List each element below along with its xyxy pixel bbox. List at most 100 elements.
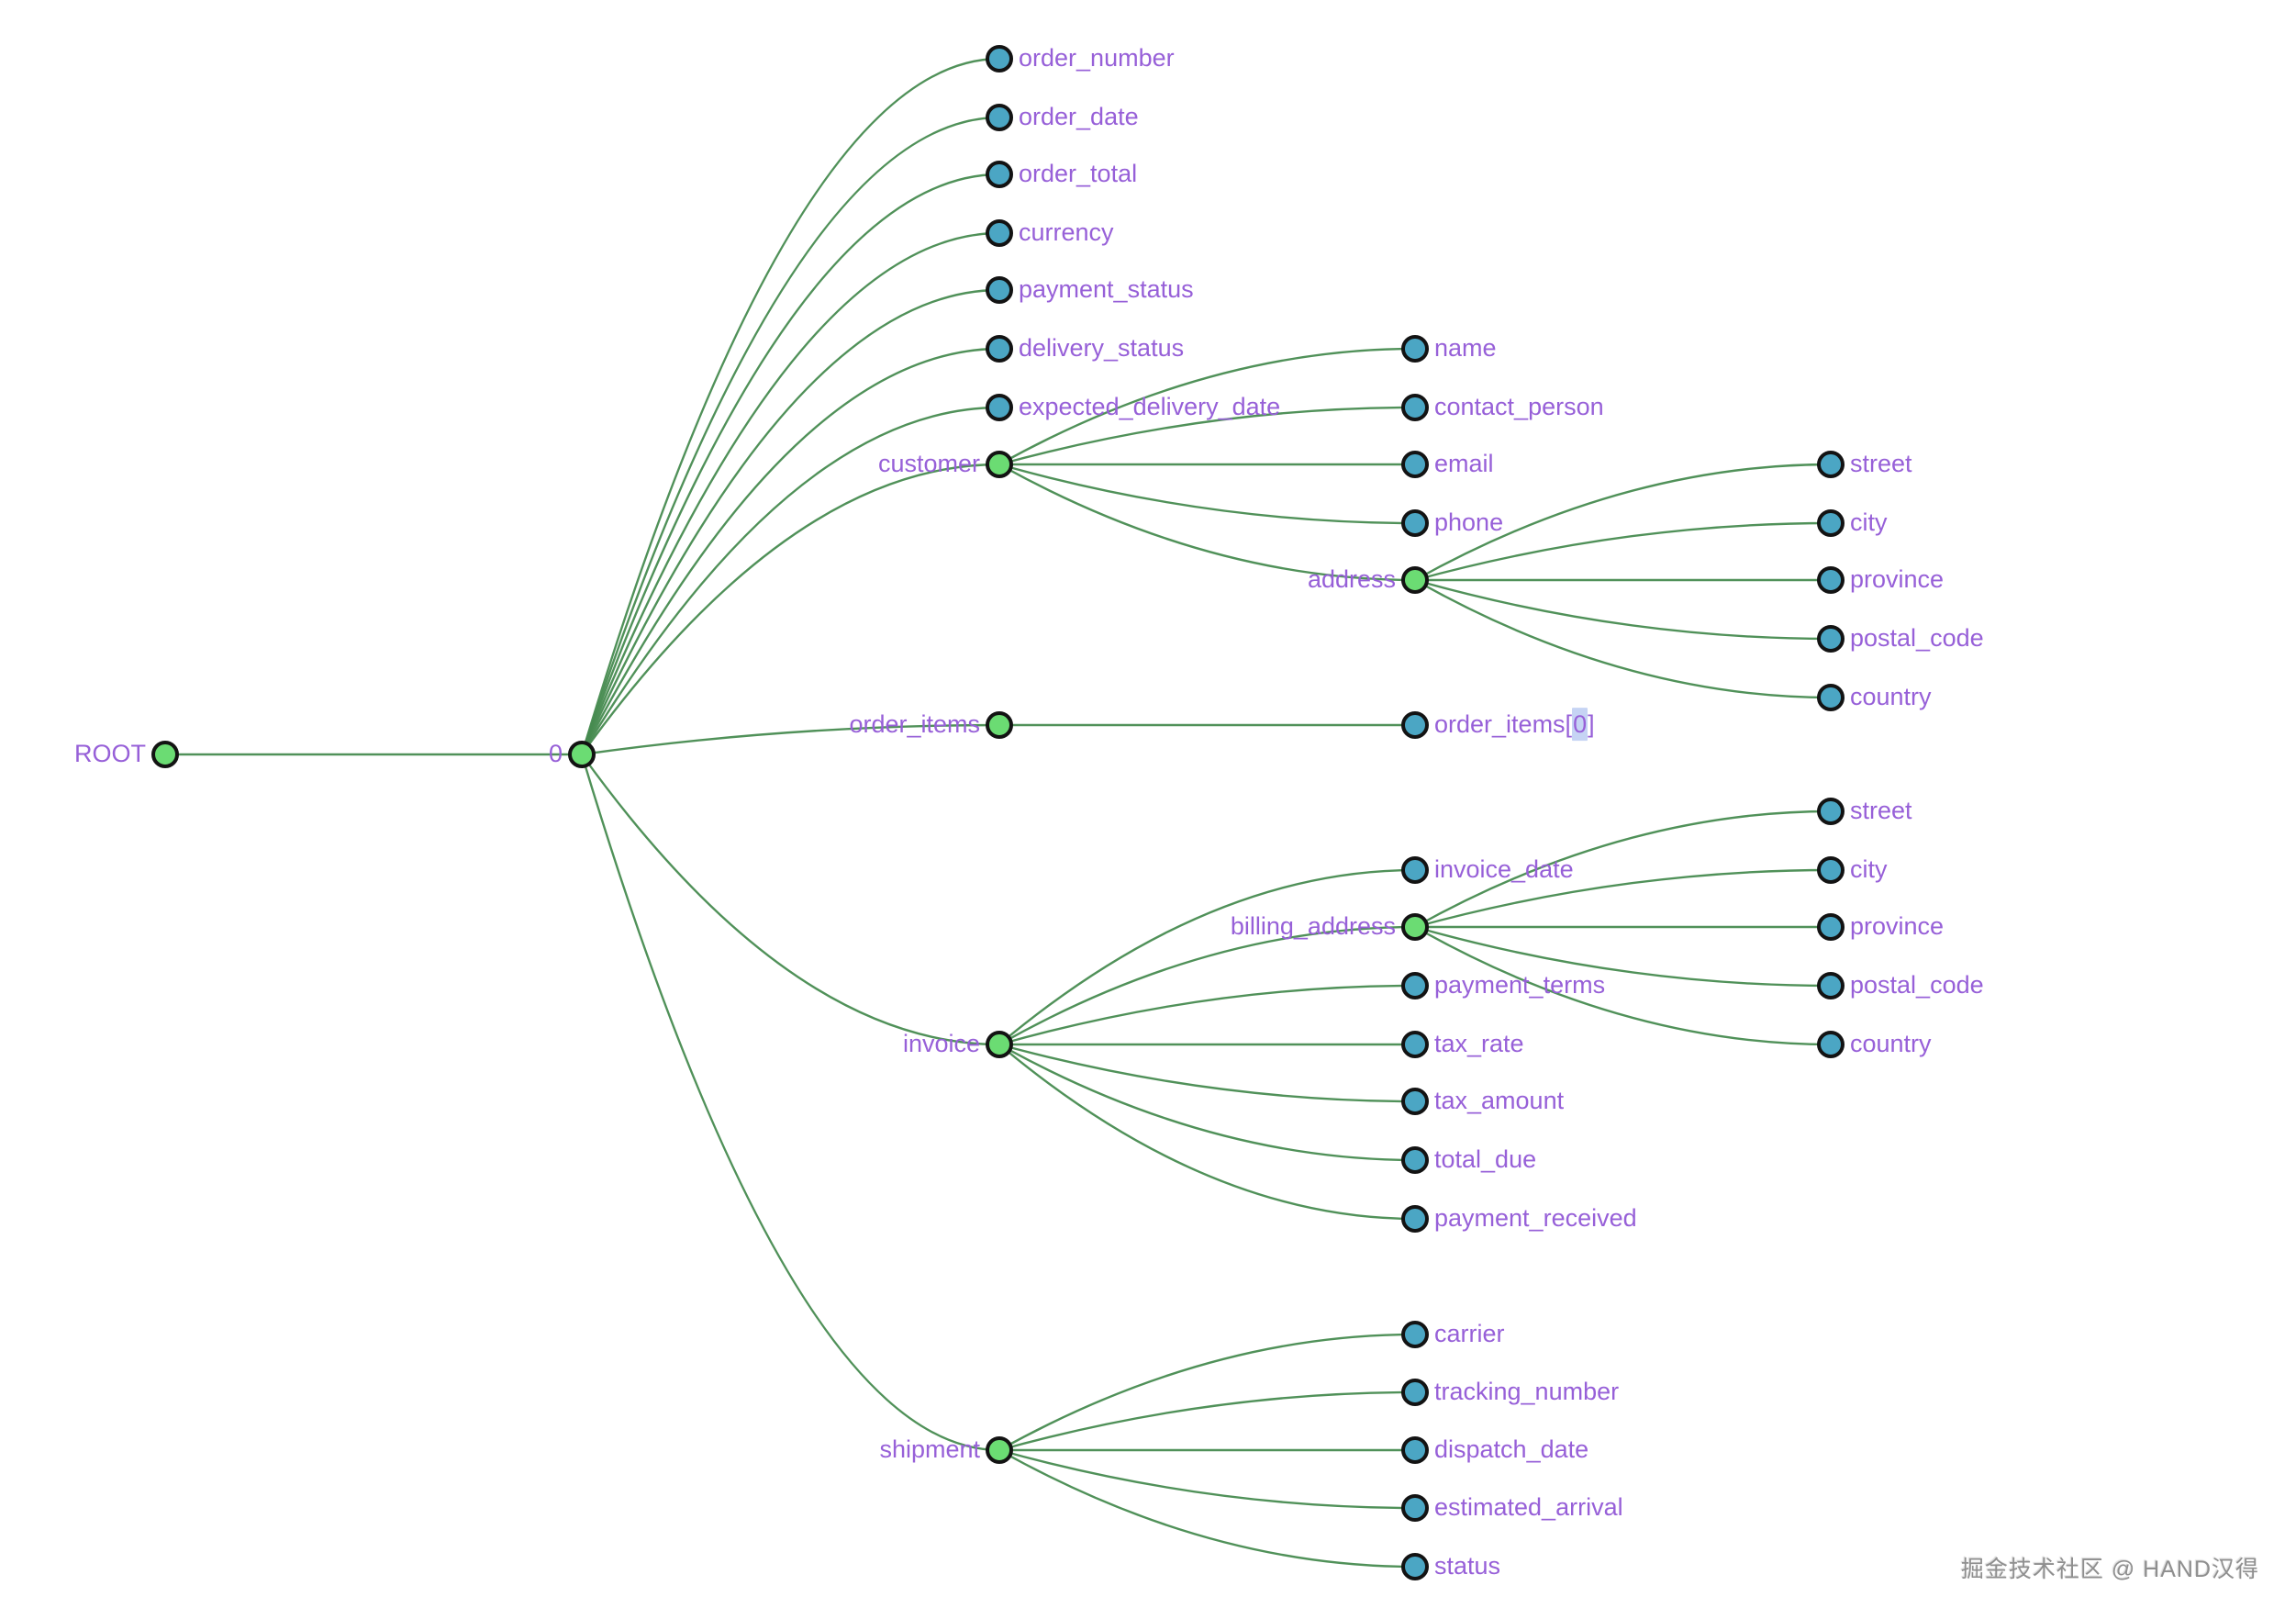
label-total_due[interactable]: total_due [1434,1145,1537,1174]
node-status[interactable] [1401,1553,1429,1580]
node-billing_city[interactable] [1817,856,1845,884]
edge-name [998,347,1416,466]
label-payment_received[interactable]: payment_received [1434,1204,1637,1233]
node-payment_status[interactable] [986,276,1013,304]
node-email[interactable] [1401,451,1429,478]
node-invoice[interactable] [986,1031,1013,1058]
node-address_country[interactable] [1817,684,1845,711]
label-billing_postal_code[interactable]: postal_code [1850,971,1984,999]
label-address_postal_code[interactable]: postal_code [1850,624,1984,653]
node-invoice_date[interactable] [1401,856,1429,884]
edge-customer [581,463,1000,755]
label-email[interactable]: email [1434,450,1494,478]
node-payment_terms[interactable] [1401,972,1429,999]
label-payment_status[interactable]: payment_status [1019,275,1194,304]
edge-payment_status [580,288,1000,755]
label-expected_delivery_date[interactable]: expected_delivery_date [1019,393,1281,421]
label-order_items_0[interactable]: order_items[0] [1434,708,1595,742]
edge-order_total [580,173,1000,755]
label-tax_rate[interactable]: tax_rate [1434,1030,1524,1058]
node-dispatch_date[interactable] [1401,1436,1429,1464]
label-delivery_status[interactable]: delivery_status [1019,334,1185,363]
label-status[interactable]: status [1434,1552,1501,1580]
node-contact_person[interactable] [1401,394,1429,421]
node-order_date[interactable] [986,104,1013,131]
label-billing_street[interactable]: street [1850,797,1912,825]
node-name[interactable] [1401,335,1429,363]
label-order_date[interactable]: order_date [1019,103,1139,131]
label-order_number[interactable]: order_number [1019,44,1175,73]
label-billing_address[interactable]: billing_address [1230,912,1396,941]
edge-address [998,463,1416,582]
label-address_country[interactable]: country [1850,683,1932,711]
edge-order_items [581,723,1000,756]
edge-expected_delivery_date [580,406,1000,755]
node-address[interactable] [1401,566,1429,594]
label-address_city[interactable]: city [1850,508,1888,537]
node-address_province[interactable] [1817,566,1845,594]
label-billing_city[interactable]: city [1850,855,1888,884]
edge-invoice [581,754,1000,1046]
node-address_postal_code[interactable] [1817,625,1845,653]
node-billing_country[interactable] [1817,1031,1845,1058]
edge-billing_country [1414,925,1832,1046]
edge-address_postal_code [1414,578,1832,641]
label-tracking_number[interactable]: tracking_number [1434,1378,1620,1406]
node-order_items[interactable] [986,711,1013,739]
label-customer[interactable]: customer [877,450,980,478]
label-billing_province[interactable]: province [1850,912,1945,941]
node-billing_postal_code[interactable] [1817,972,1845,999]
label-invoice[interactable]: invoice [902,1030,980,1058]
label-address_street[interactable]: street [1850,450,1912,478]
node-order_number[interactable] [986,45,1013,73]
label-carrier[interactable]: carrier [1434,1320,1505,1348]
label-address[interactable]: address [1307,565,1396,594]
watermark: 掘金技术社区 @ HAND汉得 [1960,1557,2259,1582]
edge-tax_amount [998,1043,1416,1103]
node-root[interactable] [151,741,179,768]
label-dispatch_date[interactable]: dispatch_date [1434,1435,1589,1464]
label-order_total[interactable]: order_total [1019,160,1138,188]
node-delivery_status[interactable] [986,335,1013,363]
node-shipment[interactable] [986,1436,1013,1464]
node-address_street[interactable] [1817,451,1845,478]
node-order_total[interactable] [986,161,1013,188]
edge-order_number [580,57,1000,755]
label-billing_country[interactable]: country [1850,1030,1932,1058]
label-tax_amount[interactable]: tax_amount [1434,1087,1565,1115]
node-tracking_number[interactable] [1401,1379,1429,1406]
node-payment_received[interactable] [1401,1205,1429,1233]
node-customer[interactable] [986,451,1013,478]
node-tax_rate[interactable] [1401,1031,1429,1058]
label-shipment[interactable]: shipment [879,1435,980,1464]
node-currency[interactable] [986,219,1013,247]
label-order_items[interactable]: order_items [849,710,980,739]
label-currency[interactable]: currency [1019,218,1114,247]
edge-status [998,1448,1416,1569]
node-phone[interactable] [1401,509,1429,537]
node-total_due[interactable] [1401,1146,1429,1174]
node-estimated_arrival[interactable] [1401,1494,1429,1522]
node-address_city[interactable] [1817,509,1845,537]
label-part-post: ] [1588,710,1595,739]
node-billing_street[interactable] [1817,798,1845,825]
label-name[interactable]: name [1434,334,1497,363]
label-payment_terms[interactable]: payment_terms [1434,971,1606,999]
label-contact_person[interactable]: contact_person [1434,393,1604,421]
label-root[interactable]: ROOT [74,740,146,768]
node-order_items_0[interactable] [1401,711,1429,739]
label-estimated_arrival[interactable]: estimated_arrival [1434,1493,1623,1522]
label-phone[interactable]: phone [1434,508,1504,537]
label-invoice_date[interactable]: invoice_date [1434,855,1574,884]
node-expected_delivery_date[interactable] [986,394,1013,421]
label-address_province[interactable]: province [1850,565,1945,594]
node-billing_address[interactable] [1401,913,1429,941]
node-billing_province[interactable] [1817,913,1845,941]
node-carrier[interactable] [1401,1321,1429,1348]
node-item0[interactable] [568,741,596,768]
label-item0[interactable]: 0 [548,740,563,768]
node-tax_amount[interactable] [1401,1088,1429,1115]
edge-delivery_status [580,347,1000,755]
